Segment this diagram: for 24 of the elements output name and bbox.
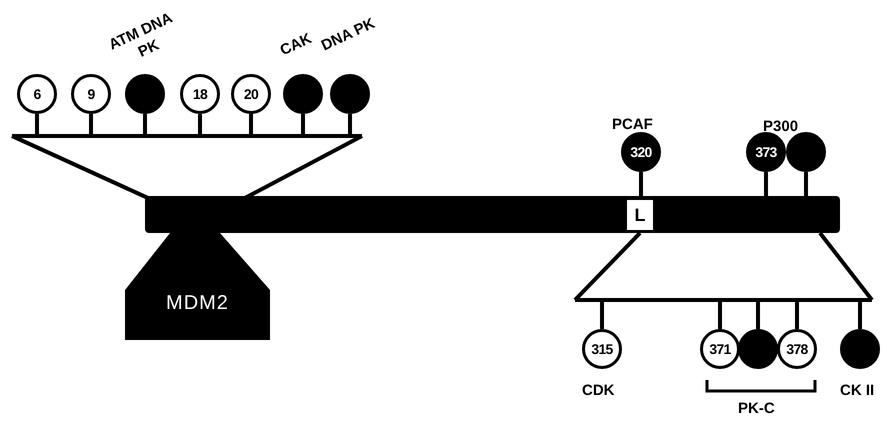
site-number: 9	[87, 84, 95, 104]
site-number: 18	[192, 84, 208, 104]
site-number: L	[634, 204, 646, 226]
enzyme-label: P300	[763, 117, 798, 137]
stem-line	[804, 172, 808, 196]
site-number: 315	[591, 340, 613, 358]
site-number: 378	[786, 340, 808, 358]
protein-bar	[145, 196, 840, 233]
enzyme-label: CK II	[840, 382, 874, 401]
enzyme-label: DNA PK	[318, 14, 378, 56]
site-number: 373	[755, 142, 777, 162]
stem-line	[764, 172, 768, 196]
enzyme-label: PK-C	[738, 399, 775, 419]
site-number: 6	[33, 84, 41, 104]
site-number: MDM2	[166, 291, 229, 316]
site-number: 20	[244, 84, 258, 104]
site-number: 371	[709, 340, 731, 358]
enzyme-label: PCAF	[612, 116, 653, 135]
enzyme-label: CAK	[278, 30, 315, 61]
enzyme-label: ATM DNA PK	[105, 8, 176, 63]
stem-line	[639, 172, 643, 196]
enzyme-label: CDK	[582, 382, 614, 401]
domain-box	[627, 200, 653, 230]
site-number: 320	[630, 142, 652, 162]
